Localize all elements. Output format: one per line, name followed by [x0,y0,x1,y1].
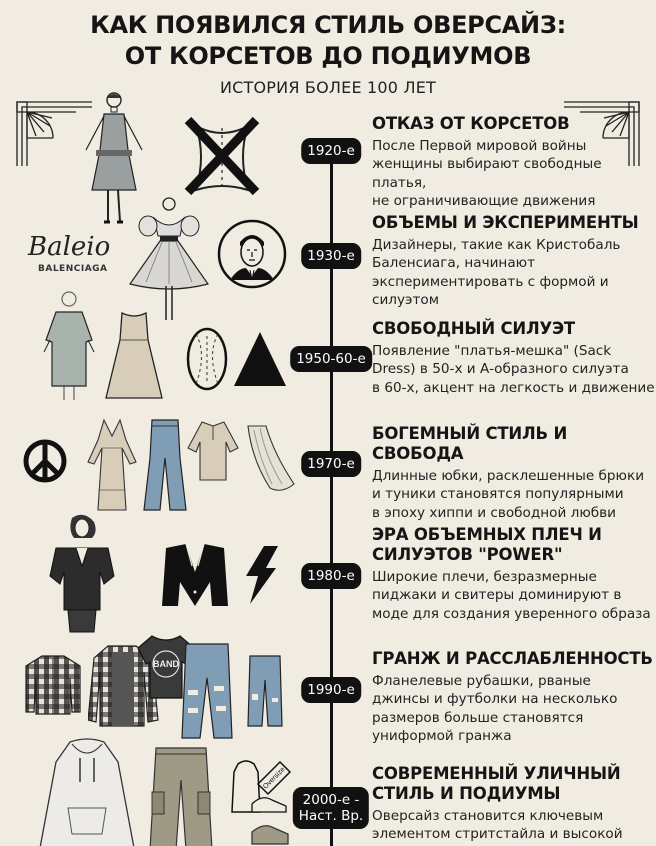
oversized-hoodie [39,738,135,846]
period-badge-1930: 1930-е [301,243,361,269]
entry-heading: ГРАНЖ И РАССЛАБЛЕННОСТЬ [372,649,653,668]
timeline-entry-1990: ГРАНЖ И РАССЛАБЛЕННОСТЬ Фланелевые рубаш… [372,649,656,745]
ripped-jeans [181,643,233,739]
flared-jeans [143,419,187,511]
triangle-silhouette-icon [234,332,286,386]
entry-text: После Первой мировой войны женщины выбир… [372,138,602,209]
a-line-dress [105,311,163,399]
blazer-icon [162,543,228,606]
timeline-entry-2000: СОВРЕМЕННЫЙ УЛИЧНЫЙ СТИЛЬ И ПОДИУМЫ Овер… [372,764,656,844]
period-badge-1950-60: 1950-60-е [290,346,372,372]
flannel-shirt [25,655,81,715]
timeline-entry-1920: ОТКАЗ ОТ КОРСЕТОВ После Первой мировой в… [372,114,656,210]
timeline-entry-1980: ЭРА ОБЪЕМНЫХ ПЛЕЧ И СИЛУЭТОВ "POWER" Шир… [372,525,656,623]
flapper-dress-figure [85,92,143,224]
entry-text: Появление "платья-мешка" (Sack Dress) в … [372,343,655,396]
timeline-entry-1930: ОБЪЕМЫ И ЭКСПЕРИМЕНТЫ Дизайнеры, такие к… [372,213,656,309]
designer-portrait-icon [217,219,287,289]
page-subtitle: ИСТОРИЯ БОЛЕЕ 100 ЛЕТ [220,78,436,97]
entry-heading: ОБЪЕМЫ И ЭКСПЕРИМЕНТЫ [372,213,639,232]
tunic [187,421,239,481]
flannel-layered-shirt [88,645,159,727]
title-line-1: КАК ПОЯВИЛСЯ СТИЛЬ ОВЕРСАЙЗ: [90,11,566,39]
svg-text:BAND: BAND [153,659,179,669]
boho-maxi-dress [87,418,137,511]
entry-heading: ЭРА ОБЪЕМНЫХ ПЛЕЧ И СИЛУЭТОВ "POWER" [372,525,602,564]
balenciaga-logo-text: BALENCIAGA [38,264,108,274]
balenciaga-signature: Baleio [28,232,111,262]
scarf [247,425,295,491]
entry-text: Оверсайз становится ключевым элементом с… [372,808,623,843]
sack-dress-figure [43,291,95,400]
period-badge-1990: 1990-е [301,677,361,703]
band-tee: BAND [137,635,195,699]
art-deco-corner-right-icon [564,101,640,166]
entry-heading: ОТКАЗ ОТ КОРСЕТОВ [372,114,570,133]
period-badge-1920: 1920-е [301,138,361,164]
oversize-tag-hoodie-icon: Oversize [231,760,292,813]
title-line-2: ОТ КОРСЕТОВ ДО ПОДИУМОВ [124,42,532,70]
ballgown-figure [129,197,209,320]
ripped-jeans-cropped [247,655,283,727]
lightning-bolt-icon [246,546,278,604]
entry-heading: СОВРЕМЕННЫЙ УЛИЧНЫЙ СТИЛЬ И ПОДИУМЫ [372,764,621,803]
art-deco-corner-left-icon [16,101,92,166]
entry-text: Фланелевые рубашки, рваные джинсы и футб… [372,673,618,744]
timeline-axis [330,150,333,846]
entry-heading: БОГЕМНЫЙ СТИЛЬ И СВОБОДА [372,424,568,463]
period-badge-1980: 1980-е [301,563,361,589]
power-suit-figure [49,514,115,633]
entry-text: Дизайнеры, такие как Кристобаль Баленсиа… [372,237,621,308]
oval-silhouette-icon [186,327,228,391]
timeline-entry-1970: БОГЕМНЫЙ СТИЛЬ И СВОБОДА Длинные юбки, р… [372,424,656,522]
cargo-pants [149,747,213,846]
page-title: КАК ПОЯВИЛСЯ СТИЛЬ ОВЕРСАЙЗ: ОТ КОРСЕТОВ… [0,10,656,72]
sneakers-icon [251,797,289,845]
period-badge-2000: 2000-е - Наст. Вр. [292,787,370,829]
entry-text: Длинные юбки, расклешенные брюки и туник… [372,468,645,521]
crossed-out-corset-icon [184,116,260,196]
period-badge-1970: 1970-е [301,451,361,477]
peace-sign-icon [23,439,67,483]
entry-heading: СВОБОДНЫЙ СИЛУЭТ [372,319,575,338]
entry-text: Широкие плечи, безразмерные пиджаки и св… [372,569,651,622]
timeline-entry-1950-60: СВОБОДНЫЙ СИЛУЭТ Появление "платья-мешка… [372,319,656,397]
